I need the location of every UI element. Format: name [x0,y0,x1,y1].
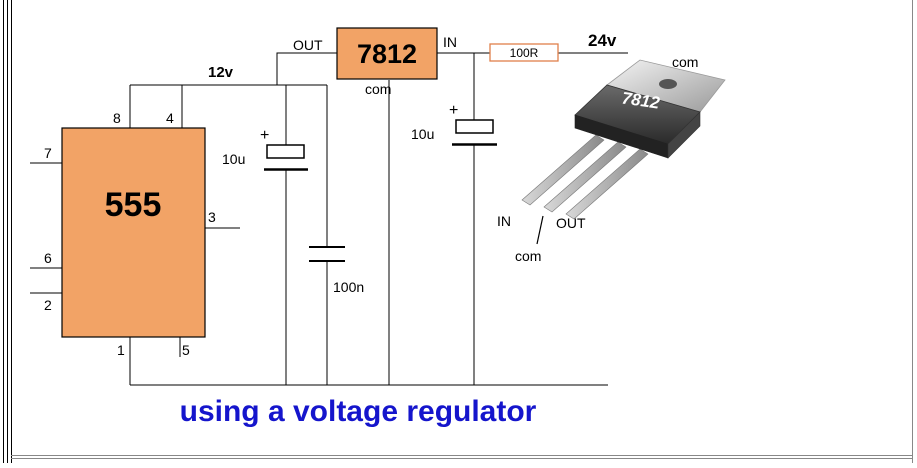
regulator-com-label: com [365,81,391,97]
regulator-label: 7812 [357,39,417,69]
pin-4-label: 4 [166,110,174,126]
pin-7-label: 7 [44,145,52,161]
package-com-label: com [672,54,698,70]
package-com-pointer [536,215,544,245]
capacitor-small-value: 100n [333,279,364,295]
capacitor-100n: 100n [309,246,364,295]
caption: using a voltage regulator [180,395,537,428]
label-12v: 12v [208,64,234,81]
label-24v: 24v [588,31,617,50]
pin-3-label: 3 [208,209,216,225]
capacitor-output-plus: + [260,127,269,144]
capacitor-output-value: 10u [222,151,245,167]
capacitor-10u-output: + 10u [222,127,308,171]
resistor-100r: 100R [489,43,559,62]
resistor-label: 100R [510,46,539,60]
frame-borders [3,0,913,463]
capacitor-input-value: 10u [411,126,434,142]
regulator-out-label: OUT [293,37,323,53]
ic-555-label: 555 [105,186,162,224]
regulator-body [336,27,438,80]
regulator-in-label: IN [443,34,457,50]
package-out-label: OUT [556,215,586,231]
pin-5-label: 5 [182,342,190,358]
capacitor-10u-input: + 10u [411,102,497,146]
package-pin-com-label: com [515,248,541,264]
pin-1-label: 1 [117,342,125,358]
to220-package-illustration: 7812 com IN OUT com [497,54,726,264]
ic-555-body [61,127,206,338]
pin-8-label: 8 [113,110,121,126]
wires [30,52,628,386]
ic-555: 555 8 4 7 6 2 3 1 5 [44,110,216,358]
capacitor-input-plus: + [449,102,458,119]
regulator-7812: 7812 OUT IN com [293,27,457,97]
package-in-label: IN [497,213,511,229]
pin-6-label: 6 [44,250,52,266]
pin-2-label: 2 [44,297,52,313]
